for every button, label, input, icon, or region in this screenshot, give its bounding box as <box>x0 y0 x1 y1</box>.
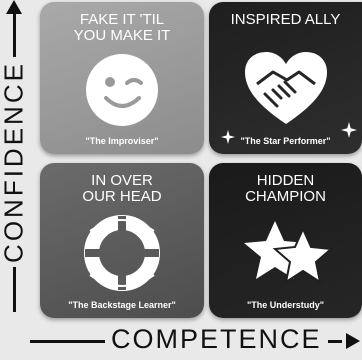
quadrant-star-performer: INSPIRED ALLY "The Star Performer" <box>209 2 362 154</box>
quadrant-subtitle: "The Improviser" <box>85 136 159 146</box>
two-stars-icon <box>244 221 334 285</box>
quadrant-title: HIDDEN CHAMPION <box>245 172 326 205</box>
life-buoy-icon <box>84 215 160 291</box>
winking-face-icon <box>86 54 158 126</box>
sparkle-icon <box>221 130 235 144</box>
quadrant-improviser: FAKE IT 'TIL YOU MAKE IT "The Improviser… <box>40 2 204 154</box>
up-arrow-icon <box>6 0 22 14</box>
quadrant-subtitle: "The Star Performer" <box>240 136 331 146</box>
quadrant-understudy: HIDDEN CHAMPION "The Understudy" <box>209 163 362 318</box>
competence-axis-label: COMPETENCE <box>105 324 328 355</box>
quadrant-title: FAKE IT 'TIL YOU MAKE IT <box>73 11 171 44</box>
handshake-heart-icon <box>245 52 327 124</box>
competence-axis: COMPETENCE <box>30 318 362 360</box>
quadrant-title: IN OVER OUR HEAD <box>82 172 162 205</box>
right-arrow-icon <box>346 333 360 349</box>
quadrant-title: INSPIRED ALLY <box>230 11 341 28</box>
sparkle-icon <box>341 122 357 138</box>
confidence-axis-label: CONFIDENCE <box>0 57 30 267</box>
quadrant-subtitle: "The Understudy" <box>246 300 325 310</box>
quadrant-backstage-learner: IN OVER OUR HEAD "The Backstage Learner" <box>40 163 204 318</box>
quadrant-subtitle: "The Backstage Learner" <box>68 300 176 310</box>
confidence-axis: CONFIDENCE <box>0 0 36 320</box>
